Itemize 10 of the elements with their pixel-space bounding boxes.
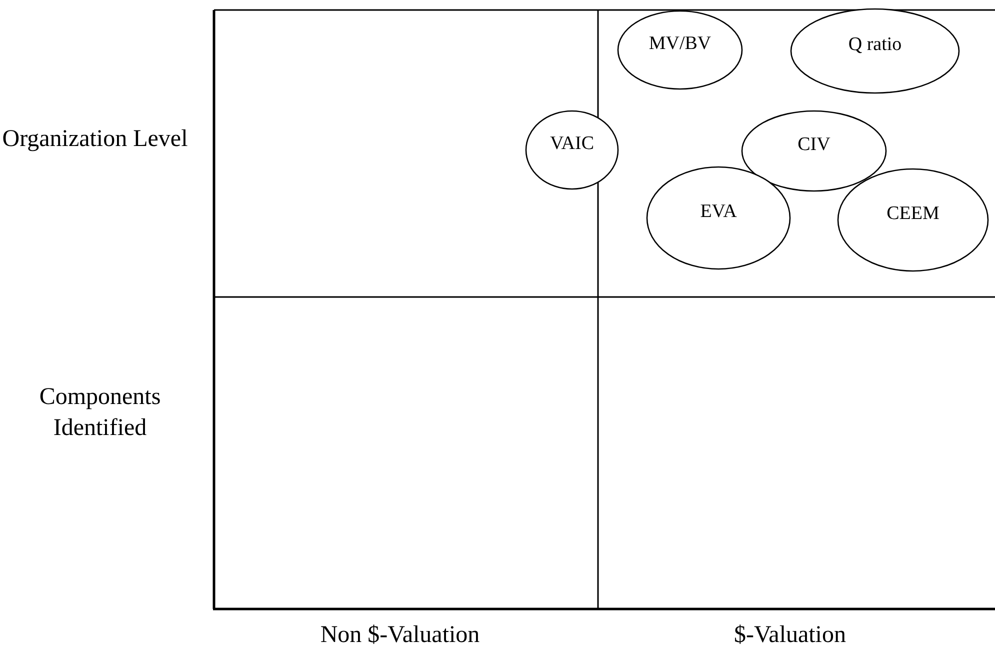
metric-ellipse: VAIC	[525, 110, 619, 190]
axis-label: $-Valuation	[733, 621, 847, 650]
axis-label: Non $-Valuation	[319, 621, 481, 650]
axis-label: Organization Level	[1, 125, 189, 154]
metric-ellipse: EVA	[646, 166, 791, 270]
metric-ellipse: MV/BV	[617, 10, 743, 90]
metric-ellipse: Q ratio	[790, 8, 960, 94]
metric-ellipse: CEEM	[837, 168, 989, 272]
metric-ellipse: CIV	[741, 110, 887, 192]
axis-label: Components Identified	[38, 383, 162, 444]
